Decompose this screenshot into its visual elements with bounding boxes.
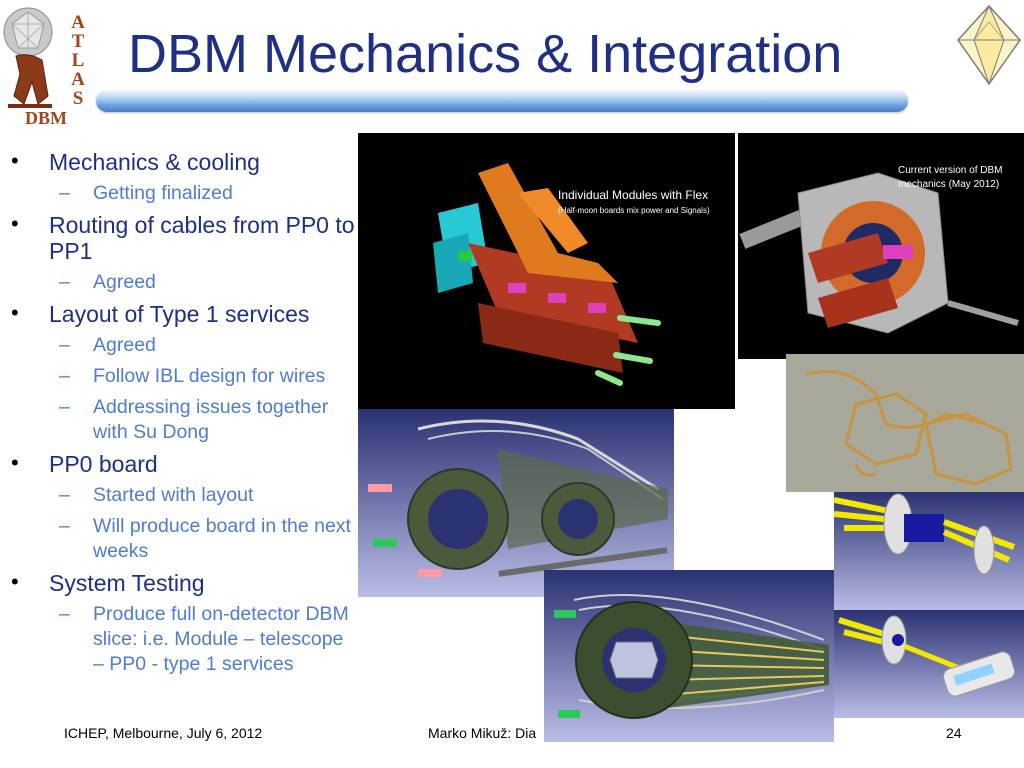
sub-bullet-dash: – <box>59 182 70 204</box>
bullet-item: • System Testing <box>11 564 356 596</box>
sub-bullet-dash: – <box>59 484 70 506</box>
logo-letter-a2: A <box>71 69 85 90</box>
bullet-item: • Routing of cables from PP0 to PP1 <box>11 206 356 264</box>
logo-dbm-text: DBM <box>25 108 67 126</box>
cooling-pipes-photo <box>786 354 1024 492</box>
logo-letter-s: S <box>73 88 84 109</box>
sub-bullet-dash: – <box>59 515 70 537</box>
sub-bullet-text: Getting finalized <box>93 182 233 204</box>
bullet-item: • PP0 board <box>11 445 356 477</box>
bullet-dot: • <box>11 300 19 325</box>
modules-render-image: Individual Modules with Flex (Half-moon … <box>358 133 735 409</box>
sub-bullet-text: Follow IBL design for wires <box>93 365 326 387</box>
bullet-text: Layout of Type 1 services <box>49 301 310 327</box>
sub-bullet-text: Started with layout <box>93 484 254 506</box>
sub-bullet-text: Will produce board in the next weeks <box>93 515 351 562</box>
single-cable-render <box>834 610 1024 718</box>
logo-letter-a: A <box>71 12 85 33</box>
sub-bullet-item: – Started with layout <box>59 477 355 508</box>
sub-bullet-item: – Agreed <box>59 264 355 295</box>
detector-rings-render <box>358 409 674 597</box>
bullet-dot: • <box>11 569 19 594</box>
title-underline-bar <box>96 90 908 112</box>
modules-caption: Individual Modules with Flex <box>558 188 708 202</box>
footer-author: Marko Mikuž: Dia <box>428 725 537 741</box>
sub-bullet-item: – Addressing issues together with Su Dong <box>59 389 355 445</box>
sub-bullet-item: – Follow IBL design for wires <box>59 358 355 389</box>
logo-letter-t: T <box>72 31 85 52</box>
diamond-icon <box>956 4 1022 86</box>
bullet-dot: • <box>11 450 19 475</box>
bullet-item: • Layout of Type 1 services <box>11 295 356 327</box>
bullet-dot: • <box>11 211 19 236</box>
sub-bullet-text: Addressing issues together with Su Dong <box>93 396 329 443</box>
atlas-dbm-logo: A T L A S DBM <box>2 4 88 128</box>
bullet-text: System Testing <box>49 570 205 596</box>
sub-bullet-text: Agreed <box>93 334 156 356</box>
sub-bullet-text: Produce full on-detector DBM slice: i.e.… <box>93 603 349 675</box>
full-slice-render <box>544 570 834 742</box>
logo-letter-l: L <box>72 50 85 71</box>
sub-bullet-item: – Produce full on-detector DBM slice: i.e… <box>59 596 355 677</box>
sub-bullet-dash: – <box>59 603 70 625</box>
page-title: DBM Mechanics & Integration <box>128 24 843 84</box>
bullet-item: • Mechanics & cooling <box>11 143 356 175</box>
mechanics-caption-line1: Current version of DBM <box>898 165 1002 176</box>
sub-bullet-dash: – <box>59 365 70 387</box>
cable-bundle-render <box>834 492 1024 610</box>
sub-bullet-text: Agreed <box>93 271 156 293</box>
mechanics-render-image: Current version of DBM mechanics (May 20… <box>738 133 1024 359</box>
modules-subcaption: (Half-moon boards mix power and Signals) <box>558 206 710 215</box>
page-number: 24 <box>946 725 962 741</box>
sub-bullet-item: – Agreed <box>59 327 355 358</box>
bullet-text: PP0 board <box>49 451 158 477</box>
mechanics-caption-line2: mechanics (May 2012) <box>898 179 999 190</box>
sub-bullet-dash: – <box>59 334 70 356</box>
footer-event: ICHEP, Melbourne, July 6, 2012 <box>64 725 263 741</box>
bullet-text: Routing of cables from PP0 to PP1 <box>49 212 355 264</box>
bullet-dot: • <box>11 148 19 173</box>
bullet-list: •Mechanics & cooling –Getting finalized … <box>0 143 356 677</box>
sub-bullet-item: – Getting finalized <box>59 175 355 206</box>
sub-bullet-dash: – <box>59 396 70 418</box>
sub-bullet-dash: – <box>59 271 70 293</box>
sub-bullet-item: – Will produce board in the next weeks <box>59 508 355 564</box>
bullet-text: Mechanics & cooling <box>49 149 260 175</box>
